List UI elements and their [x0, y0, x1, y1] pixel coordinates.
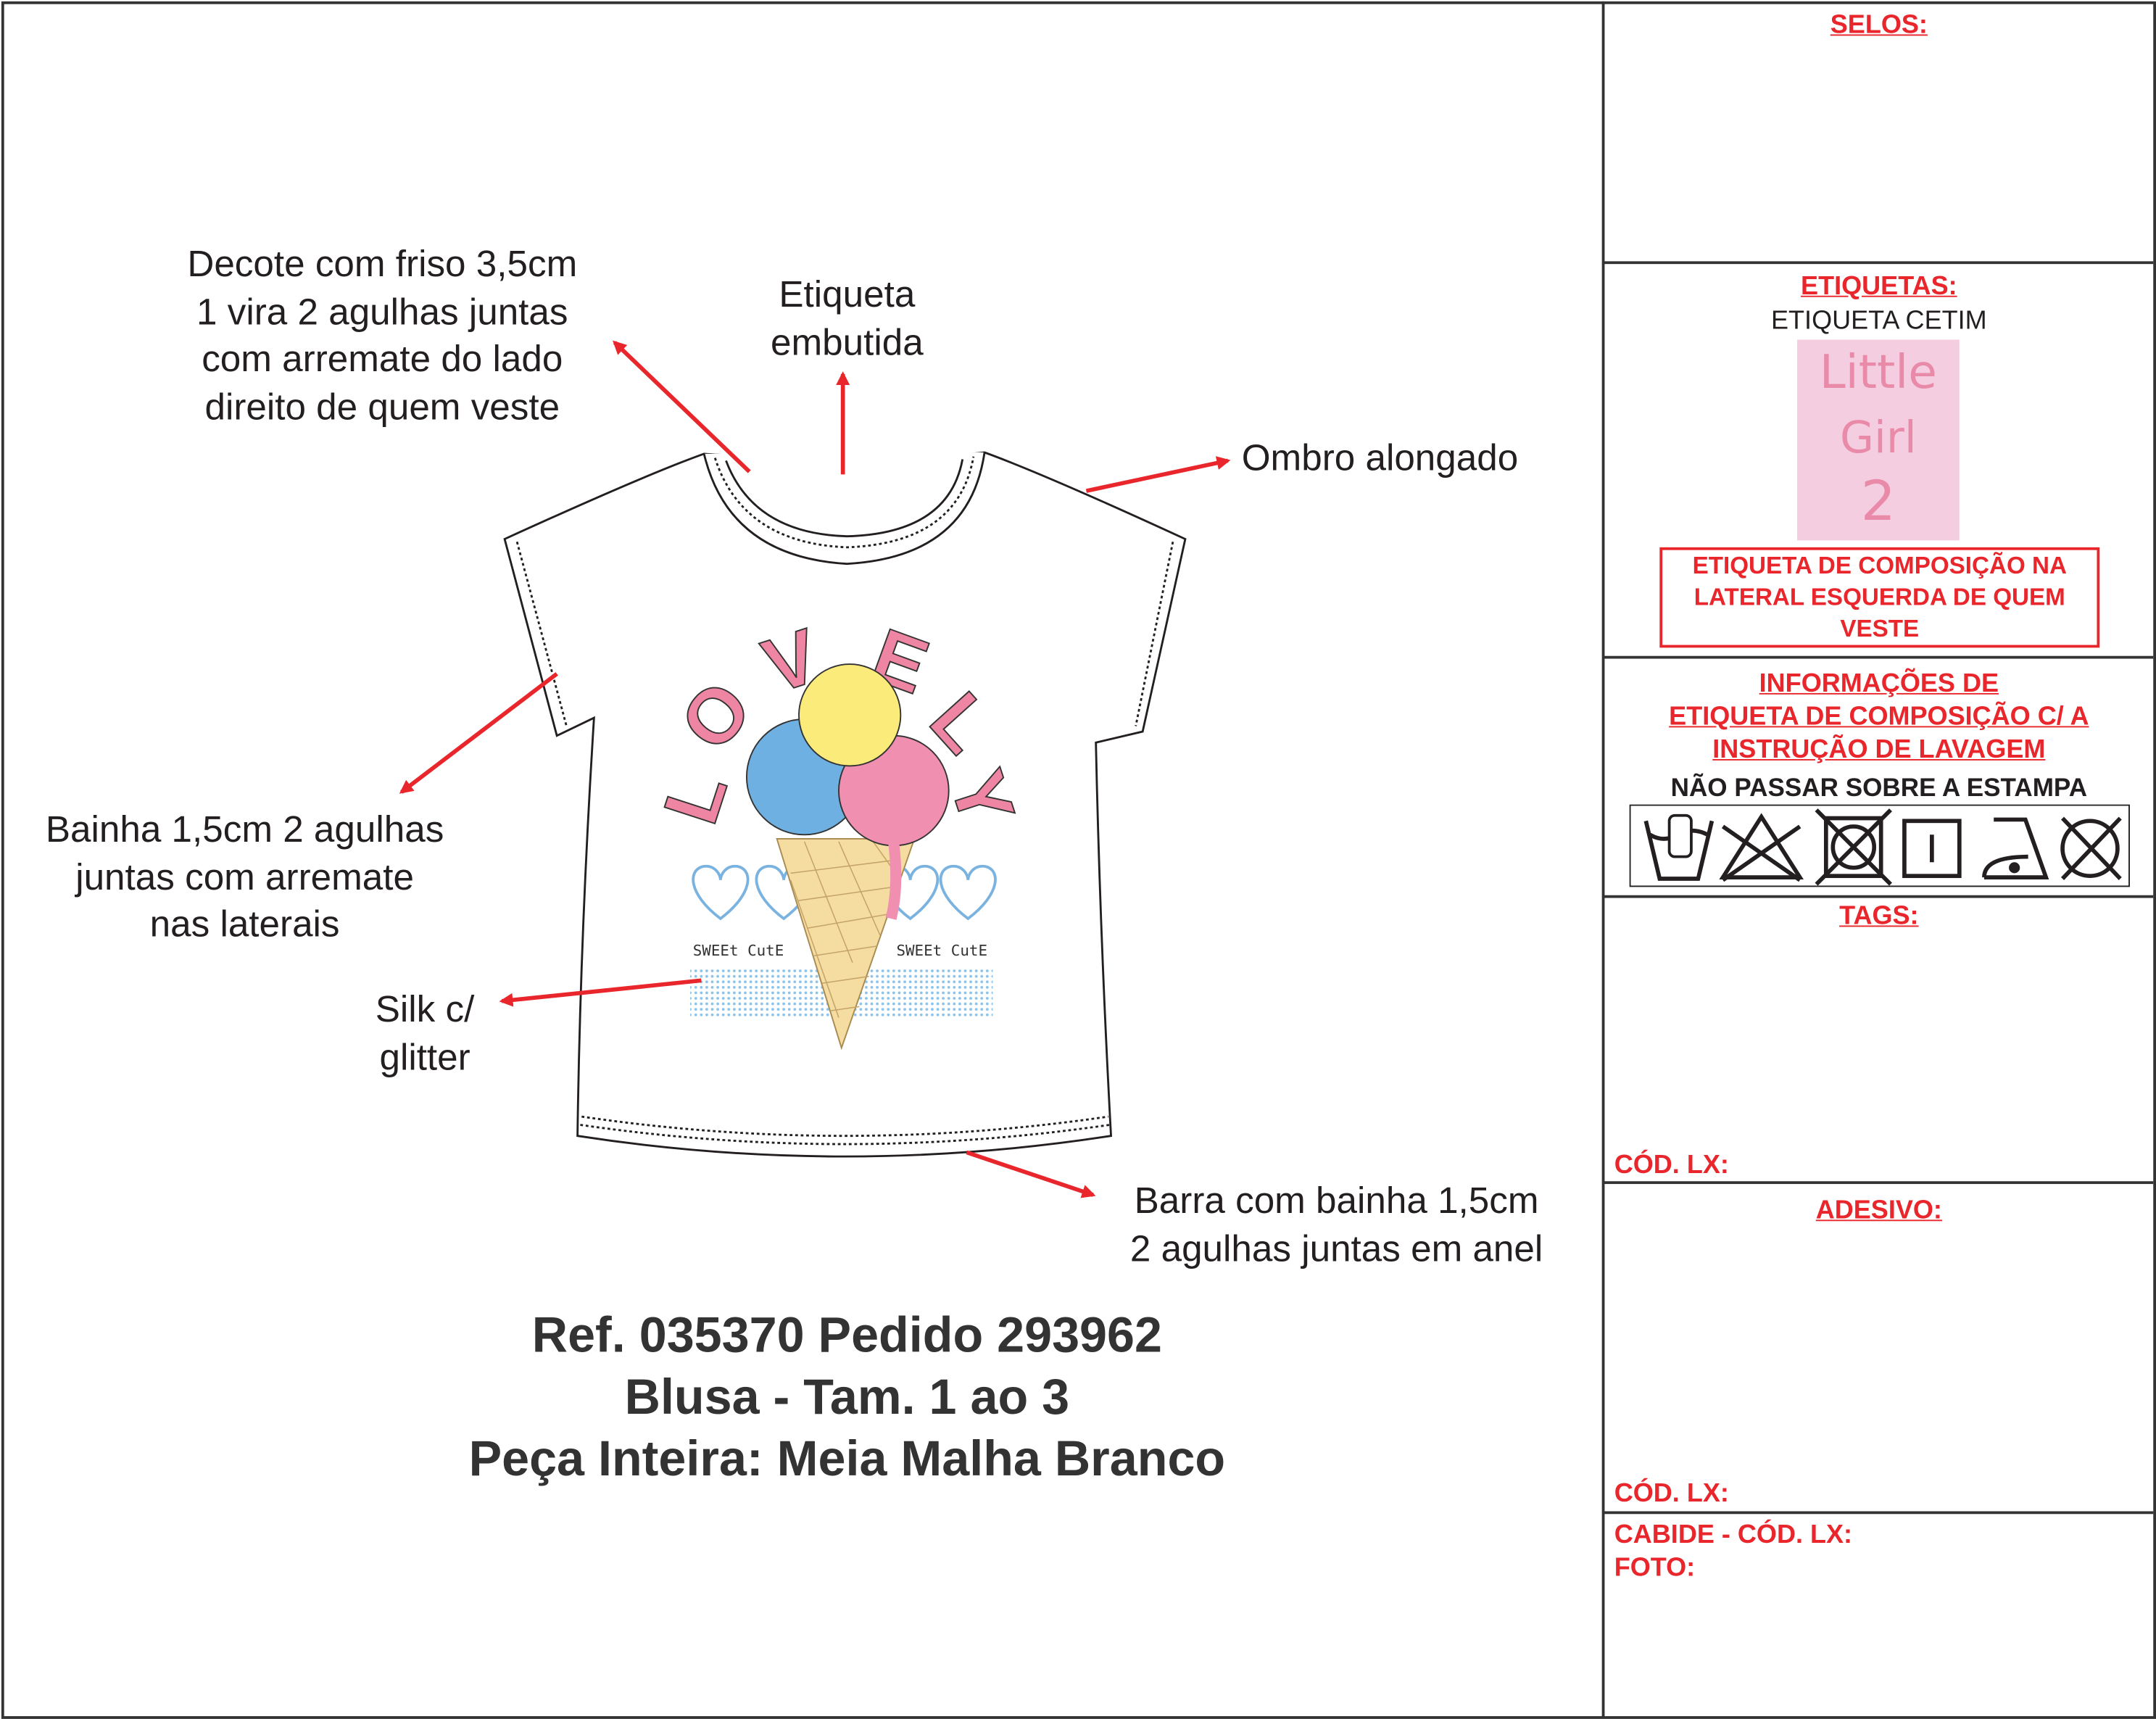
divider	[1603, 1511, 2154, 1515]
do-not-dry-clean-icon	[2060, 816, 2122, 880]
etiqueta-type: ETIQUETA CETIM	[1771, 306, 1987, 336]
annotation-line: Barra com bainha 1,5cm	[1134, 1180, 1539, 1222]
annotation-arrows	[399, 340, 1231, 1198]
annotation-line: com arremate do lado	[202, 338, 563, 380]
annotation-line: Etiqueta	[779, 273, 916, 315]
arrow-decote	[613, 340, 751, 473]
composicao-note: ETIQUETA DE COMPOSIÇÃO NA LATERAL ESQUER…	[1659, 547, 2100, 648]
product-type-size: Blusa - Tam. 1 ao 3	[624, 1368, 1070, 1425]
annotation-silk: Silk c/ glitter	[287, 986, 562, 1081]
annotation-line: Decote com friso 3,5cm	[187, 243, 578, 285]
arrow-ombro	[1085, 456, 1231, 493]
annotation-line: nas laterais	[149, 903, 340, 945]
product-reference: Ref. 035370 Pedido 293962	[531, 1306, 1162, 1363]
brand-label: Little Girl 2	[1796, 339, 1960, 541]
arrow-bainha	[399, 672, 558, 794]
ice-cream-cone	[776, 838, 916, 1051]
annotation-etiqueta: Etiqueta embutida	[710, 271, 984, 366]
annotation-decote: Decote com friso 3,5cm 1 vira 2 agulhas …	[107, 241, 658, 431]
iron-warning: NÃO PASSAR SOBRE A ESTAMPA	[1670, 772, 2088, 802]
divider	[1603, 261, 2154, 265]
do-not-bleach-icon	[1719, 813, 1804, 882]
annotation-bainha: Bainha 1,5cm 2 agulhas juntas com arrema…	[0, 805, 520, 948]
brand-label-size: 2	[1860, 470, 1896, 534]
care-symbols	[1629, 804, 2130, 887]
annotation-line: 1 vira 2 agulhas juntas	[196, 291, 568, 333]
print-caption-right: SWEEt CutE	[896, 942, 987, 959]
garment-drawing: L O V E L Y SWEEt CutE SWEEt CutE	[399, 340, 1231, 1198]
divider	[1603, 1181, 2154, 1185]
panel-divider	[1601, 1, 1605, 1718]
annotation-line: Bainha 1,5cm 2 agulhas	[45, 808, 444, 850]
selos-heading: SELOS:	[1830, 11, 1928, 41]
cod-lx-label: CÓD. LX:	[1614, 1151, 1729, 1180]
info-line: INFORMAÇÕES DE	[1759, 669, 1999, 699]
yellow-scoop	[798, 663, 902, 767]
info-line: ETIQUETA DE COMPOSIÇÃO C/ A	[1669, 703, 2089, 732]
etiquetas-heading: ETIQUETAS:	[1801, 272, 1957, 302]
divider	[1603, 895, 2154, 898]
print-caption-left: SWEEt CutE	[693, 942, 784, 959]
brand-label-line: Girl	[1840, 411, 1917, 464]
info-heading: INFORMAÇÕES DE ETIQUETA DE COMPOSIÇÃO C/…	[1604, 668, 2153, 768]
annotation-barra: Barra com bainha 1,5cm 2 agulhas juntas …	[1061, 1177, 1612, 1272]
annotation-line: direito de quem veste	[204, 386, 560, 427]
adesivo-heading: ADESIVO:	[1815, 1196, 1942, 1225]
annotation-line: glitter	[379, 1036, 470, 1078]
arrow-barra	[966, 1150, 1096, 1198]
cod-lx-label: CÓD. LX:	[1614, 1479, 1729, 1509]
annotation-line: Silk c/	[375, 988, 475, 1030]
foto-label: FOTO:	[1614, 1554, 1696, 1583]
annotation-ombro: Ombro alongado	[1241, 437, 1519, 479]
do-not-tumble-dry-icon	[1815, 808, 1892, 886]
product-fabric: Peça Inteira: Meia Malha Branco	[468, 1430, 1226, 1487]
annotation-line: 2 agulhas juntas em anel	[1129, 1227, 1543, 1269]
brand-label-line: Little	[1819, 345, 1937, 400]
line-dry-icon	[1902, 819, 1962, 879]
iron-low-icon	[1982, 817, 2049, 879]
arrow-silk	[499, 978, 702, 1007]
tags-heading: TAGS:	[1839, 902, 1919, 932]
info-line: INSTRUÇÃO DE LAVAGEM	[1712, 735, 2046, 765]
annotation-line: juntas com arremate	[75, 856, 414, 898]
product-title: Ref. 035370 Pedido 293962 Blusa - Tam. 1…	[297, 1304, 1397, 1489]
divider	[1603, 655, 2154, 659]
annotation-line: embutida	[771, 320, 924, 363]
hand-wash-icon	[1643, 813, 1715, 881]
cabide-label: CABIDE - CÓD. LX:	[1614, 1520, 1853, 1550]
